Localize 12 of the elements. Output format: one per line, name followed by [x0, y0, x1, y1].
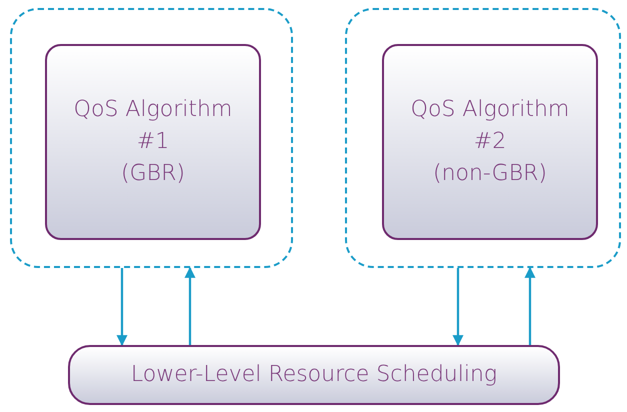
arrow — [524, 266, 536, 345]
node-label: QoS Algorithm #2 (non-GBR) — [410, 96, 570, 188]
dashed-group-box — [10, 8, 293, 268]
process-box — [68, 345, 560, 405]
node-label: QoS Algorithm #1 (GBR) — [74, 96, 232, 188]
process-box — [382, 44, 598, 240]
node-label: Lower-Level Resource Scheduling — [130, 361, 498, 390]
arrow — [184, 266, 196, 345]
dashed-group-box — [345, 8, 621, 268]
arrow — [116, 268, 128, 346]
process-box — [45, 44, 261, 240]
arrow — [452, 268, 464, 346]
